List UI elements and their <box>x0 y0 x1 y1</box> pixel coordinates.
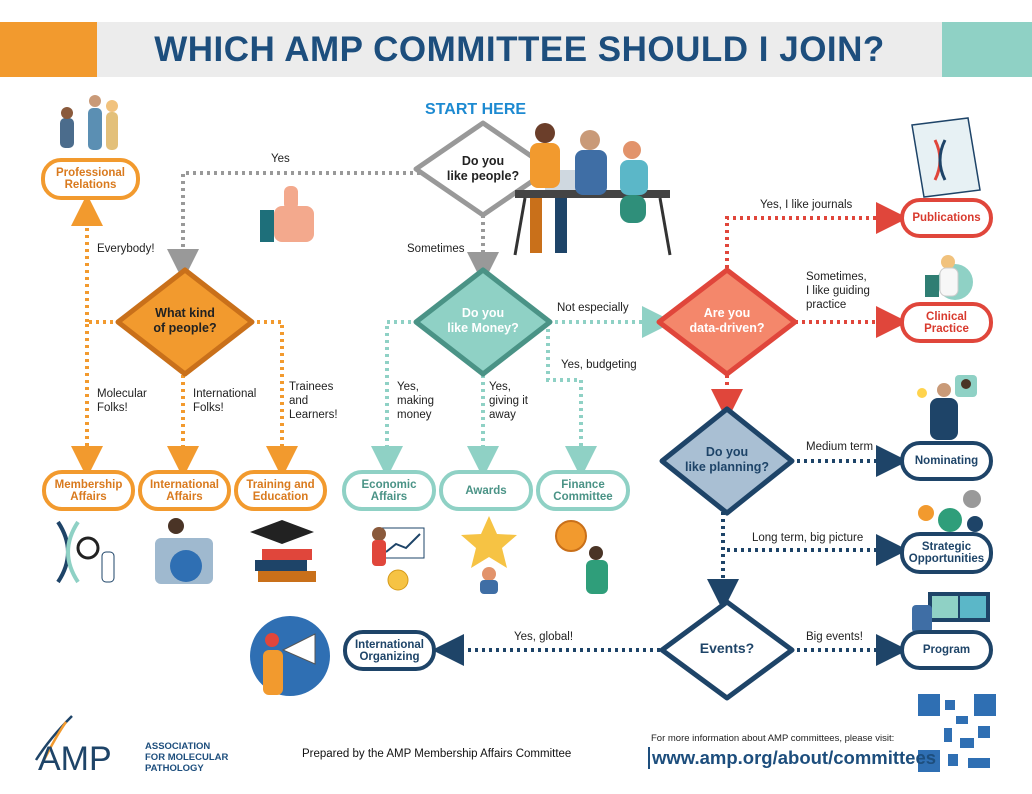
pill-line: Finance <box>561 478 605 491</box>
org-name: ASSOCIATION FOR MOLECULAR PATHOLOGY <box>145 741 228 774</box>
megaphone-globe-illustration <box>250 616 330 696</box>
connectors-orange <box>71 194 298 478</box>
connectors-red <box>711 202 908 421</box>
edge-label-medium-term: Medium term <box>806 441 874 453</box>
decision-data-diamond <box>656 267 798 377</box>
edge-label-not-especially: Not especially <box>557 302 629 314</box>
decision-kind-text: What kind of people? <box>153 306 217 335</box>
speaker-illustration <box>917 375 977 440</box>
pill-line: Affairs <box>370 490 408 503</box>
org-name-line: ASSOCIATION <box>145 741 211 752</box>
decision-kind-diamond <box>115 267 255 377</box>
pill-line: Economic <box>361 478 417 491</box>
journal-illustration <box>911 117 981 198</box>
decision-money-text: Do you like Money? <box>447 306 519 335</box>
decision-events-diamond <box>659 599 795 701</box>
decision-people-text: Do you like people? <box>446 154 520 183</box>
page-title: WHICH AMP COMMITTEE SHOULD I JOIN? <box>154 30 885 69</box>
edge-label-budgeting: Yes, budgeting <box>561 359 637 371</box>
edge-label-guiding: Sometimes, I like guiding practice <box>806 271 870 311</box>
connector-yes <box>167 171 420 281</box>
amp-logo-text: AMP <box>38 740 112 778</box>
money-chart-illustration <box>372 527 425 591</box>
title-accent-teal <box>942 22 1032 77</box>
pill-line: International <box>354 638 424 651</box>
edge-label-trainees: Trainees and Learners! <box>289 381 338 421</box>
edge-label-everybody: Everybody! <box>97 243 155 255</box>
title-band <box>0 22 1032 77</box>
pill-line: Awards <box>465 484 507 497</box>
qr-code <box>918 694 996 772</box>
pill-line: Membership <box>54 478 123 491</box>
decision-data-text: Are you data-driven? <box>689 306 765 335</box>
edge-label-long-term: Long term, big picture <box>752 532 864 544</box>
edge-label-giving-away: Yes, giving it away <box>489 381 528 421</box>
pill-line: Publications <box>912 212 981 224</box>
pill-line: Committee <box>553 490 613 503</box>
decision-planning-text: Do you like planning? <box>684 445 770 474</box>
globe-reader-illustration <box>155 518 213 584</box>
pill-line: Education <box>252 490 309 503</box>
video-call-illustration <box>912 592 990 633</box>
people-group-illustration <box>60 95 118 150</box>
pill-line: Nominating <box>914 455 979 467</box>
star-trophy-illustration <box>461 516 517 594</box>
decision-planning-diamond <box>659 406 795 516</box>
pill-line: Professional <box>55 167 126 179</box>
edge-label-sometimes: Sometimes <box>407 243 465 255</box>
pill-line: International <box>149 478 219 491</box>
title-accent-orange <box>0 22 97 77</box>
org-name-line: FOR MOLECULAR <box>145 752 229 763</box>
pill-line: Affairs <box>70 490 107 503</box>
decision-money-diamond <box>413 267 553 377</box>
pill-line: Strategic <box>921 541 972 553</box>
committees-url-link[interactable]: www.amp.org/about/committees <box>648 747 936 769</box>
thumbs-up-illustration <box>260 186 314 242</box>
edge-label-yes: Yes <box>271 153 290 165</box>
pill-line: Clinical <box>926 310 967 323</box>
coin-finance-illustration <box>555 520 608 594</box>
gears-illustration <box>918 490 983 532</box>
books-graduation-illustration <box>250 520 316 582</box>
edge-label-international: International Folks! <box>193 388 257 414</box>
pill-line: Affairs <box>166 490 203 503</box>
decision-events-text: Events? <box>699 640 755 656</box>
start-here-label: START HERE <box>425 101 527 118</box>
connectors-navy <box>432 445 908 666</box>
pill-line: Program <box>922 644 971 656</box>
pill-line: Training and <box>246 478 315 491</box>
org-name-line: PATHOLOGY <box>145 763 204 774</box>
edge-label-big-events: Big events! <box>806 631 863 643</box>
meeting-illustration <box>513 123 672 256</box>
prepared-by-note: Prepared by the AMP Membership Affairs C… <box>302 748 572 760</box>
committee-nominating[interactable]: Nominating <box>900 441 993 481</box>
committee-awards[interactable]: Awards <box>439 470 533 511</box>
pill-line: Organizing <box>359 650 420 663</box>
connectors-teal <box>371 306 674 478</box>
pill-line: Relations <box>64 179 117 191</box>
pill-line: Practice <box>924 322 969 335</box>
edge-label-molecular: Molecular Folks! <box>97 388 147 414</box>
lab-scientist-illustration <box>925 255 973 300</box>
info-note: For more information about AMP committee… <box>651 733 895 744</box>
committee-program[interactable]: Program <box>900 630 993 670</box>
pill-line: Opportunities <box>908 553 985 565</box>
edge-label-journals: Yes, I like journals <box>760 199 853 211</box>
edge-label-global: Yes, global! <box>514 631 574 643</box>
dna-magnifier-illustration <box>56 520 115 584</box>
amp-logo: AMP <box>34 715 112 778</box>
committee-publications[interactable]: Publications <box>900 198 993 238</box>
edge-label-making-money: Yes, making money <box>397 381 435 421</box>
